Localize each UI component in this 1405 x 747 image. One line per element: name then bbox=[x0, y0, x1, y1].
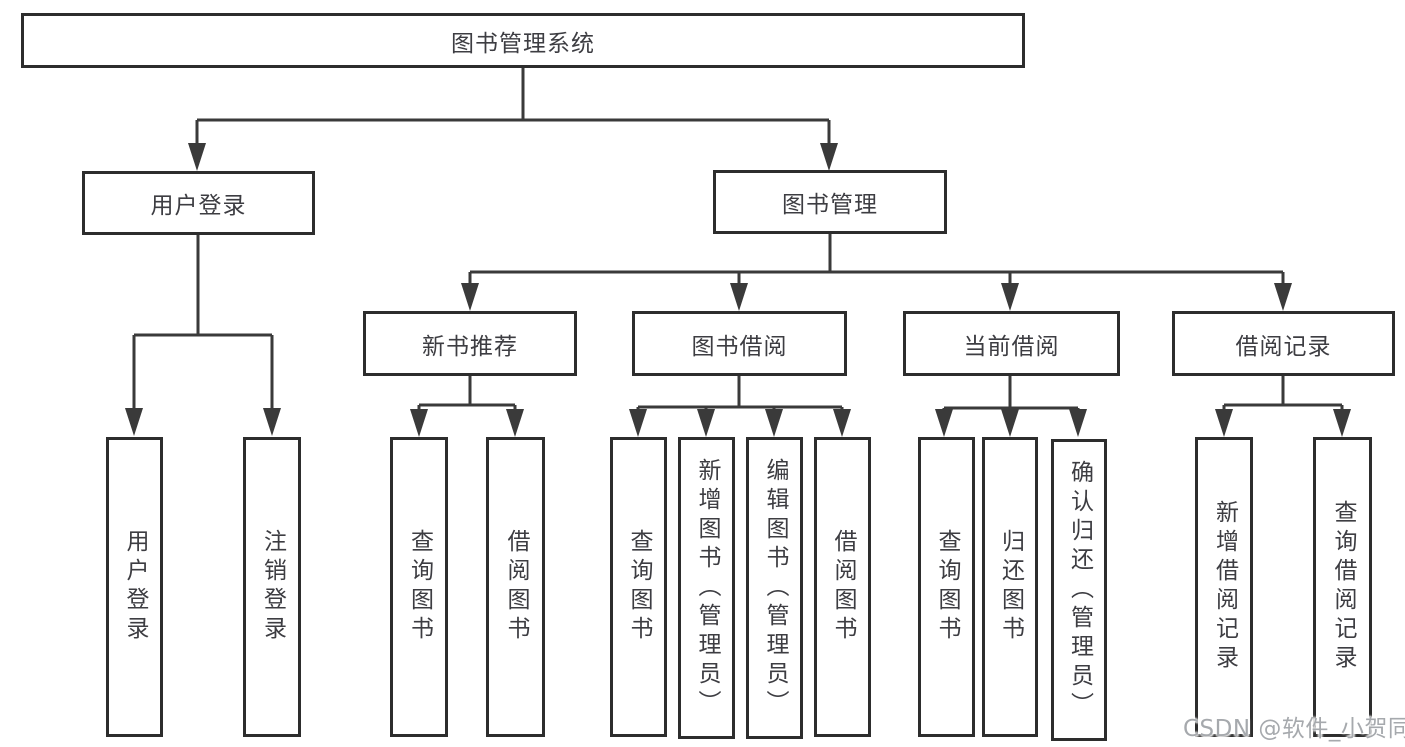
connector-root-to-level2 bbox=[188, 68, 838, 171]
leaf-edit-book-admin: 编辑图书（管理员） bbox=[746, 437, 803, 739]
arrow-down-icon bbox=[697, 409, 715, 437]
node-root: 图书管理系统 bbox=[21, 13, 1025, 68]
arrow-down-icon bbox=[461, 283, 479, 311]
node-borrowing-records: 借阅记录 bbox=[1172, 311, 1395, 376]
node-current-borrowing-label: 当前借阅 bbox=[963, 333, 1060, 360]
arrow-down-icon bbox=[1001, 283, 1019, 311]
node-new-book-recommend-label: 新书推荐 bbox=[422, 333, 518, 360]
connector-current-to-leaves bbox=[935, 376, 1087, 437]
leaf-borrowing-query-books: 查询图书 bbox=[610, 437, 667, 737]
leaf-add-book-admin-label: 新增图书（管理员） bbox=[694, 457, 720, 719]
connector-borrowing-to-leaves bbox=[629, 376, 851, 437]
node-current-borrowing: 当前借阅 bbox=[903, 311, 1120, 376]
arrow-down-icon bbox=[820, 143, 838, 171]
leaf-current-query-books-label: 查询图书 bbox=[934, 529, 960, 645]
leaf-return-books: 归还图书 bbox=[982, 437, 1038, 737]
leaf-borrowing-borrow-books-label: 借阅图书 bbox=[830, 529, 856, 645]
arrow-down-icon bbox=[1069, 409, 1087, 437]
node-new-book-recommend: 新书推荐 bbox=[363, 311, 577, 376]
leaf-recommend-borrow-books-label: 借阅图书 bbox=[503, 529, 529, 645]
leaf-borrowing-query-books-label: 查询图书 bbox=[626, 529, 652, 645]
arrow-down-icon bbox=[629, 409, 647, 437]
arrow-down-icon bbox=[1215, 409, 1233, 437]
node-book-borrowing-label: 图书借阅 bbox=[691, 333, 788, 360]
node-borrowing-records-label: 借阅记录 bbox=[1235, 333, 1332, 360]
node-user-login-label: 用户登录 bbox=[150, 193, 247, 219]
arrow-down-icon bbox=[765, 409, 783, 437]
node-book-management: 图书管理 bbox=[713, 170, 947, 234]
node-book-borrowing: 图书借阅 bbox=[632, 311, 847, 376]
leaf-user-login-label: 用户登录 bbox=[122, 529, 148, 645]
leaf-query-borrow-record: 查询借阅记录 bbox=[1313, 437, 1372, 737]
arrow-down-icon bbox=[1274, 283, 1292, 311]
node-book-management-label: 图书管理 bbox=[782, 192, 878, 218]
arrow-down-icon bbox=[833, 409, 851, 437]
leaf-add-book-admin: 新增图书（管理员） bbox=[678, 437, 735, 739]
leaf-recommend-query-books-label: 查询图书 bbox=[406, 529, 433, 645]
leaf-confirm-return-admin: 确认归还（管理员） bbox=[1051, 439, 1107, 741]
node-root-label: 图书管理系统 bbox=[451, 30, 595, 57]
leaf-add-borrow-record-label: 新增借阅记录 bbox=[1211, 500, 1238, 674]
leaf-recommend-borrow-books: 借阅图书 bbox=[486, 437, 545, 737]
arrow-down-icon bbox=[1333, 409, 1351, 437]
arrow-down-icon bbox=[263, 408, 281, 436]
leaf-query-borrow-record-label: 查询借阅记录 bbox=[1330, 500, 1356, 674]
leaf-return-books-label: 归还图书 bbox=[997, 529, 1024, 645]
leaf-recommend-query-books: 查询图书 bbox=[390, 437, 448, 737]
arrow-down-icon bbox=[935, 409, 953, 437]
arrow-down-icon bbox=[506, 409, 524, 437]
csdn-watermark: CSDN @软件_小贺同学 bbox=[1183, 716, 1405, 742]
connector-records-to-leaves bbox=[1215, 376, 1351, 437]
leaf-logout: 注销登录 bbox=[243, 437, 301, 737]
arrow-down-icon bbox=[188, 143, 206, 171]
connector-book-management-to-level3 bbox=[461, 234, 1292, 311]
arrow-down-icon bbox=[125, 408, 143, 436]
node-user-login: 用户登录 bbox=[82, 171, 315, 235]
arrow-down-icon bbox=[410, 409, 428, 437]
arrow-down-icon bbox=[1001, 409, 1019, 437]
leaf-user-login: 用户登录 bbox=[106, 437, 163, 737]
leaf-borrowing-borrow-books: 借阅图书 bbox=[814, 437, 871, 737]
connector-recommend-to-leaves bbox=[410, 376, 524, 437]
leaf-confirm-return-admin-label: 确认归还（管理员） bbox=[1066, 459, 1093, 721]
leaf-edit-book-admin-label: 编辑图书（管理员） bbox=[762, 457, 788, 719]
connector-user-login-to-leaves bbox=[125, 235, 281, 436]
leaf-logout-label: 注销登录 bbox=[259, 529, 286, 645]
arrow-down-icon bbox=[730, 283, 748, 311]
leaf-current-query-books: 查询图书 bbox=[918, 437, 975, 737]
leaf-add-borrow-record: 新增借阅记录 bbox=[1195, 437, 1253, 737]
